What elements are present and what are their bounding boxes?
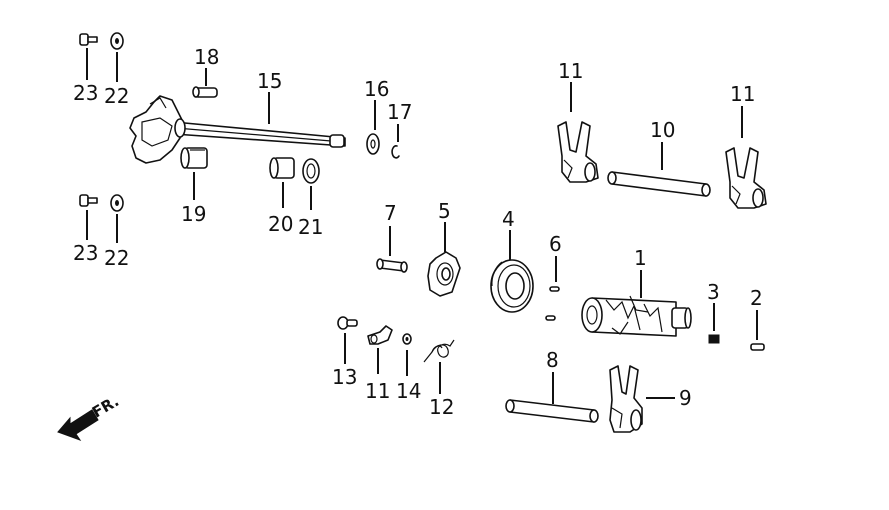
part-17-washer [366,133,380,155]
part-5-drum-center [427,251,461,297]
label-22b: 22 [104,246,129,270]
part-11-shift-fork-right [725,147,767,209]
label-15: 14 [396,379,421,403]
label-16: 15 [257,69,282,93]
part-19-pin [192,86,218,98]
label-7: 7 [384,201,397,225]
label-11b: 11 [730,82,755,106]
part-22-washer-top [110,32,124,50]
label-4: 4 [502,207,515,231]
part-21-oil-seal [302,158,320,184]
label-12: 11 [365,379,390,403]
label-6: 6 [549,232,562,256]
label-2: 2 [750,286,763,310]
label-13: 12 [429,395,454,419]
part-4-bearing [490,259,534,313]
label-23b: 23 [73,241,98,265]
label-8: 8 [546,348,559,372]
part-7-pin-bolt [376,258,408,273]
front-direction-arrow: FR. [57,392,122,441]
label-10: 10 [650,118,675,142]
part-12-stopper-arm [367,325,393,345]
label-19: 18 [194,45,219,69]
label-20b: 20 [268,212,293,236]
label-20a: 19 [181,202,206,226]
part-22-washer-bottom [110,194,124,212]
label-18: 17 [387,100,412,124]
part-6-dowel-pins [545,286,560,321]
label-14: 13 [332,365,357,389]
label-1: 1 [634,246,647,270]
part-8-fork-shaft [505,399,599,423]
part-1-shift-drum [581,295,692,337]
part-16-shift-spindle [129,95,346,164]
part-23-bolt-top [79,33,98,46]
part-20-bushing-right [269,157,295,179]
part-3-nut [708,334,720,344]
label-23a: 23 [73,81,98,105]
label-22a: 22 [104,84,129,108]
label-21: 21 [298,215,323,239]
part-11-shift-fork-left [557,121,599,183]
part-23-bolt-bottom [79,194,98,207]
label-3: 3 [707,280,720,304]
label-11a: 11 [558,59,583,83]
part-9-shift-fork [609,365,643,433]
part-10-fork-shaft [607,171,711,197]
part-14-bolt [337,316,358,330]
label-5: 5 [438,199,451,223]
part-18-circlip [391,145,400,159]
label-9: 9 [679,386,692,410]
part-20-bushing-left [180,147,208,169]
part-2-screw [750,343,765,351]
part-13-return-spring [423,339,455,363]
label-17: 16 [364,77,389,101]
part-15-collar [402,333,412,345]
